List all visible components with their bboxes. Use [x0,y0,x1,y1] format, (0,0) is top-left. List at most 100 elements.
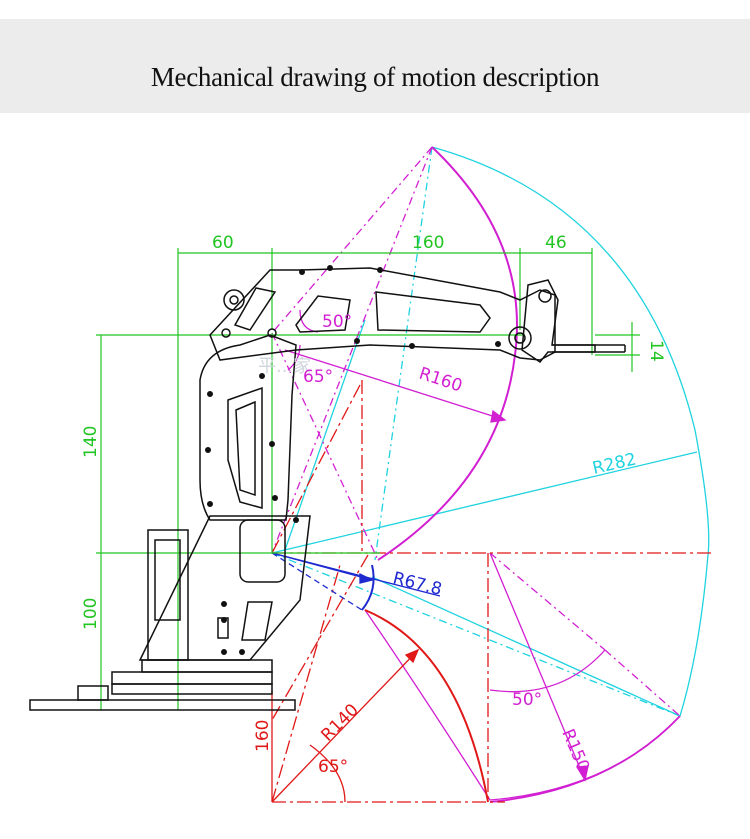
title-banner [0,19,750,113]
page-title: Mechanical drawing of motion description [150,62,600,92]
dim-label-60: 60 [212,233,234,253]
rivet [327,265,333,271]
top-link-slot-1 [295,295,351,333]
rivet [495,341,501,347]
dim-label-46: 46 [545,233,567,253]
label-r67: R67.8 [391,568,444,599]
base-step [141,659,273,673]
joint-gripper [508,326,532,350]
magenta-dash-1 [271,146,433,334]
magenta-r150-arc-strong [489,715,681,803]
cyan-line-2 [284,319,366,551]
magenta-dash-5 [604,649,681,717]
cyan-line-1 [374,146,433,561]
joint-gripper-inner [514,332,526,344]
red-r140-line [271,649,419,803]
upper-arm-slot [227,386,263,509]
magenta-r160-arc [377,146,518,561]
rivet [293,517,299,523]
lower-body-slot [241,601,273,641]
base-plate-2 [77,685,109,701]
blue-dash [271,552,363,611]
label-r160: R160 [416,364,464,397]
rivet [259,373,265,379]
magenta-50-arc-upper [299,309,319,333]
green-dimension-labels: 60 160 46 14 140 100 [81,233,666,630]
rivets [205,265,501,655]
cyan-line-3 [271,552,681,717]
red-dash-diag-3 [271,384,361,554]
rivet [221,617,227,623]
base-plate [29,699,296,711]
rivet [354,338,360,344]
joint-top-left-inner [229,295,239,305]
magenta-dash-4 [489,552,606,651]
dim-label-140: 140 [81,426,101,458]
rivet [205,447,211,453]
cyan-r282-line [271,451,698,554]
dim-label-160-top: 160 [412,233,444,253]
base-box-left [147,529,189,661]
red-construction [271,380,712,803]
label-50-lower: 50° [512,690,542,710]
dim-label-160-bottom: 160 [253,720,273,752]
joint-gripper-top [538,289,552,303]
base-plate-3 [111,683,273,695]
cyan-line-4 [371,576,681,717]
blue-construction [271,552,441,611]
rivet [207,391,213,397]
joint-elbow [267,328,277,338]
robot-arm-outline [29,267,626,711]
dim-label-100: 100 [81,598,101,630]
rivet [377,267,383,273]
green-dimensions [96,248,640,710]
magenta-r150-line [489,552,586,781]
top-link-slot-2 [375,291,491,333]
red-r140-arc [364,609,489,803]
base-plate-4 [111,671,273,685]
rivet [221,649,227,655]
label-65-lower: 65° [318,757,348,777]
watermark-text: 平...家 [258,356,311,377]
label-r140: R140 [317,700,362,745]
cyan-reach-envelope [271,146,710,717]
rivet [272,495,278,501]
magenta-50-arc-lower [489,649,606,693]
blue-arrow-r67 [359,572,374,584]
magenta-arrow-r160 [490,409,507,423]
magenta-r160-arrow-line [284,349,506,421]
rivet [409,343,415,349]
red-arrow-r140 [404,648,420,664]
red-labels: R140 65° [317,700,362,777]
dim-label-14: 14 [646,340,666,362]
magenta-dash-2 [271,146,433,554]
blue-line-2 [271,552,373,581]
cyan-outer-arc [431,146,710,717]
magenta-dash-3 [271,332,379,561]
magenta-65-arc-upper [287,344,301,371]
red-dash-diag-2 [271,554,369,721]
joint-shoulder [221,328,231,338]
blue-r67-arc [361,564,375,611]
magenta-arrow-r150 [575,765,589,782]
upper-arm [199,334,297,521]
label-50-upper: 50° [322,312,352,332]
rivet [269,441,275,447]
top-link-slot-3 [233,287,277,331]
gripper [521,279,596,364]
label-r150: R150 [557,726,593,775]
magenta-construction [271,146,681,803]
lower-body [138,515,311,661]
rivet [239,649,245,655]
label-65-upper: 65° [303,367,333,387]
rivet [207,501,213,507]
red-dash-diag [271,564,341,803]
top-link [209,267,556,361]
rivet [299,269,305,275]
red-65-arc [309,744,346,803]
upper-arm-slot-inner [235,400,256,497]
base-box-inner [154,539,181,621]
rivet [221,601,227,607]
joint-top-left [223,289,245,311]
